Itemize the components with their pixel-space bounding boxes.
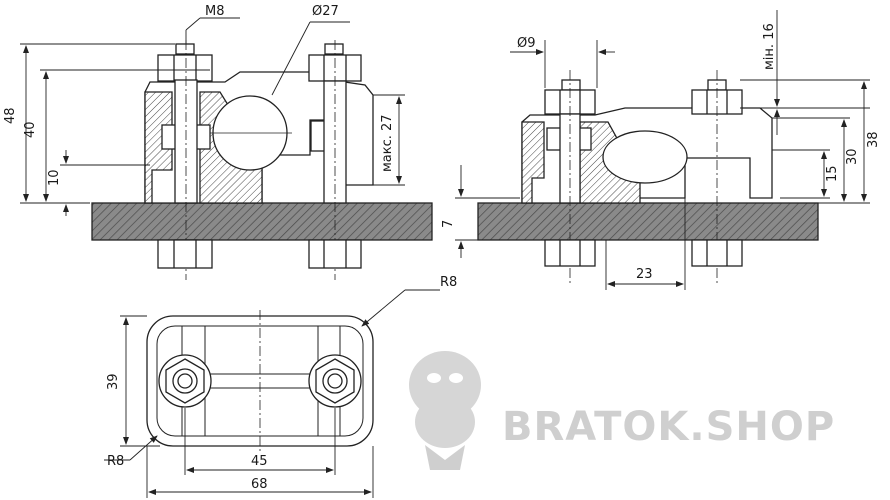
right-dimensions bbox=[455, 10, 870, 290]
left-section-view bbox=[91, 40, 433, 280]
dim-min16: мін. 16 bbox=[762, 23, 777, 70]
right-section-view bbox=[477, 70, 819, 285]
dim-15: 15 bbox=[825, 165, 840, 182]
dim-r8-bottom: R8 bbox=[107, 454, 124, 469]
base-plate-left bbox=[91, 202, 433, 241]
dim-10: 10 bbox=[47, 169, 62, 186]
dim-45: 45 bbox=[251, 454, 268, 469]
plan-dimensions bbox=[104, 289, 440, 498]
dim-7: 7 bbox=[441, 220, 456, 228]
plan-view bbox=[146, 310, 374, 452]
left-dimensions bbox=[20, 17, 405, 216]
nut-top-left bbox=[157, 54, 213, 82]
watermark-text: BRATOK.SHOP bbox=[502, 404, 835, 450]
pipe-ellipse bbox=[602, 130, 688, 184]
hex-nut-left bbox=[165, 358, 205, 404]
dim-d9: Ø9 bbox=[517, 36, 536, 51]
dim-48: 48 bbox=[3, 107, 18, 124]
dim-39: 39 bbox=[106, 373, 121, 390]
base-plate-right bbox=[477, 202, 819, 241]
hex-nut-right bbox=[315, 358, 355, 404]
dim-r8-top: R8 bbox=[440, 275, 457, 290]
dim-68: 68 bbox=[251, 477, 268, 492]
dim-30: 30 bbox=[845, 148, 860, 165]
dim-40: 40 bbox=[23, 121, 38, 138]
dim-m8: M8 bbox=[205, 4, 225, 19]
watermark-gorilla-logo bbox=[409, 351, 481, 470]
dim-23: 23 bbox=[636, 267, 653, 282]
dim-d27: Ø27 bbox=[312, 4, 339, 19]
dim-max27: макс. 27 bbox=[380, 114, 395, 172]
dim-38: 38 bbox=[866, 131, 881, 148]
